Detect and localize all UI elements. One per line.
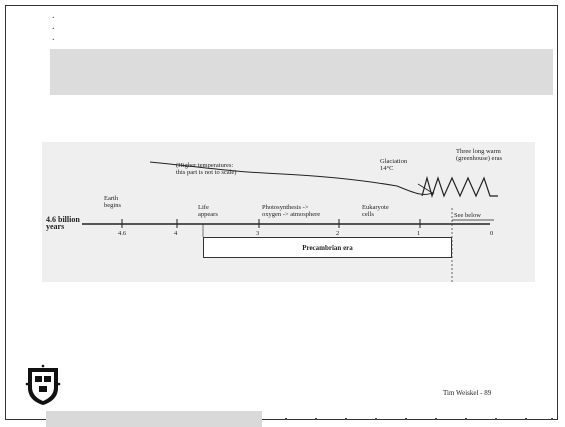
tick-label: 0 bbox=[490, 230, 494, 237]
temperature-curve bbox=[149, 161, 435, 195]
photosynthesis-label: Photosynthesis -> oxygen -> atmosphere bbox=[262, 204, 321, 218]
warm-era-waves bbox=[421, 175, 498, 199]
earth-begins-label: Earth begins bbox=[104, 195, 121, 209]
title-placeholder-band bbox=[50, 49, 553, 95]
tick-label: 4 bbox=[174, 230, 178, 237]
author-credit: Tim Weiskel - 89 bbox=[443, 389, 492, 397]
footer-dot-row bbox=[285, 418, 555, 422]
long-warm-label: Three long warm (greenhouse) eras bbox=[456, 148, 503, 162]
precambrian-era-box: Precambrian era bbox=[203, 237, 452, 258]
slide-frame bbox=[5, 5, 558, 420]
tick-label: 3 bbox=[256, 230, 260, 237]
bullet-dots: . . . bbox=[52, 10, 55, 43]
timeline-figure: 4.6 billion years Earth begins Life appe… bbox=[42, 142, 535, 282]
life-appears-label: Life appears bbox=[198, 204, 218, 218]
glaciation-label: Glaciation 14°C bbox=[380, 158, 408, 172]
university-seal-logo bbox=[25, 364, 61, 405]
timeline-drawing bbox=[82, 161, 498, 282]
see-below-label: See below bbox=[454, 212, 481, 219]
scale-label: 4.6 billion years bbox=[46, 215, 80, 231]
tick-label: 4.6 bbox=[118, 230, 127, 237]
footer-placeholder-band bbox=[46, 411, 262, 427]
tick-label: 1 bbox=[417, 230, 421, 237]
higher-temps-note: (Higher temperatures: this part is not t… bbox=[176, 162, 237, 176]
tick-label: 2 bbox=[336, 230, 340, 237]
eukaryote-label: Eukaryote cells bbox=[362, 204, 389, 218]
